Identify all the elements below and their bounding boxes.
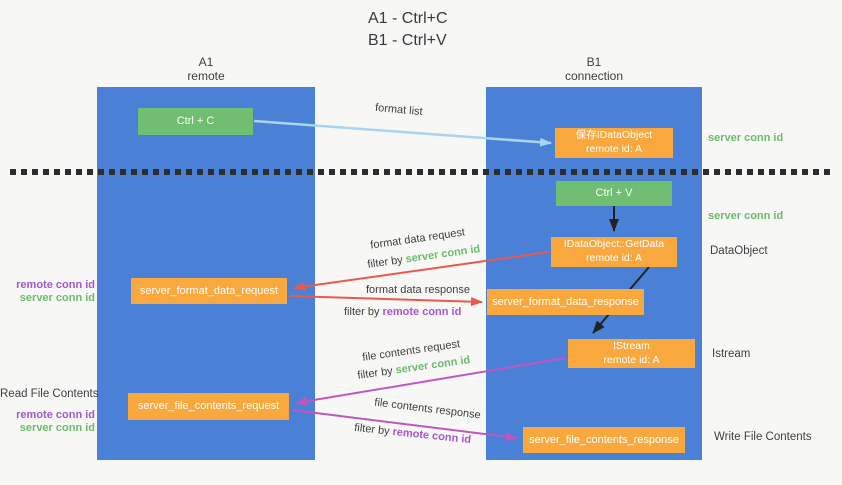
getdata-line2: remote id: A (585, 252, 643, 264)
remote-conn-id-text: remote conn id (382, 306, 462, 318)
server-format-data-response-box: server_format_data_response (487, 289, 644, 315)
column-header-a1: A1 remote (97, 55, 315, 83)
right-server-conn-id-mid: server conn id (708, 210, 784, 222)
format-data-response-label: format data response (366, 284, 470, 296)
ctrl-v-label: Ctrl + V (595, 187, 633, 200)
left-read-file-contents-label: Read File Contents (0, 388, 99, 400)
istream-line2: remote id: A (603, 353, 660, 366)
left-server-conn-id-top: server conn id (19, 292, 95, 304)
server-file-contents-request-label: server_file_contents_request (137, 400, 280, 413)
getdata-box: IDataObject::GetData remote id: A (551, 237, 677, 267)
title-line-1: A1 - Ctrl+C (368, 10, 448, 27)
right-dataobject-label: DataObject (710, 245, 768, 257)
arrow-file-contents-request (295, 357, 567, 406)
ctrl-v-box: Ctrl + V (556, 181, 672, 206)
server-format-data-request-label: server_format_data_request (139, 284, 279, 297)
arrow-file-contents-response (291, 409, 518, 442)
ctrl-c-box: Ctrl + C (138, 108, 253, 135)
column-b1-subtitle: connection (564, 69, 624, 83)
arrow-format-list (253, 119, 552, 147)
save-dataobject-line1: 保存IDataObject (575, 129, 653, 142)
istream-box: IStream remote id: A (568, 339, 695, 368)
dotted-divider (10, 169, 830, 175)
left-remote-conn-id-bottom: remote conn id (16, 409, 95, 421)
column-a1-subtitle: remote (187, 69, 225, 83)
ctrl-c-label: Ctrl + C (176, 115, 215, 128)
server-file-contents-request-box: server_file_contents_request (128, 393, 289, 420)
arrow-format-data-request (293, 251, 550, 291)
column-header-b1: B1 connection (486, 55, 702, 83)
getdata-line1: IDataObject::GetData (563, 238, 665, 251)
arrow-format-data-response (289, 295, 483, 307)
filter-by-text: filter by (344, 306, 380, 318)
server-file-contents-response-label: server_file_contents_response (529, 433, 679, 446)
server-format-data-response-label: server_format_data_response (492, 295, 639, 308)
right-write-file-contents-label: Write File Contents (714, 431, 812, 443)
server-format-data-request-box: server_format_data_request (131, 278, 287, 304)
diagram-title: A1 - Ctrl+C B1 - Ctrl+V (368, 8, 448, 52)
left-remote-conn-id-top: remote conn id (16, 279, 95, 291)
istream-line1: IStream (613, 339, 650, 352)
right-server-conn-id-top: server conn id (708, 132, 784, 144)
column-b1-name: B1 (586, 55, 602, 69)
left-server-conn-id-bottom: server conn id (19, 422, 95, 434)
save-dataobject-line2: remote id: A (585, 143, 643, 155)
column-a1-name: A1 (198, 55, 214, 69)
save-dataobject-box: 保存IDataObject remote id: A (555, 128, 673, 158)
server-file-contents-response-box: server_file_contents_response (523, 427, 685, 453)
title-line-2: B1 - Ctrl+V (368, 32, 447, 49)
right-istream-label: Istream (712, 348, 751, 360)
